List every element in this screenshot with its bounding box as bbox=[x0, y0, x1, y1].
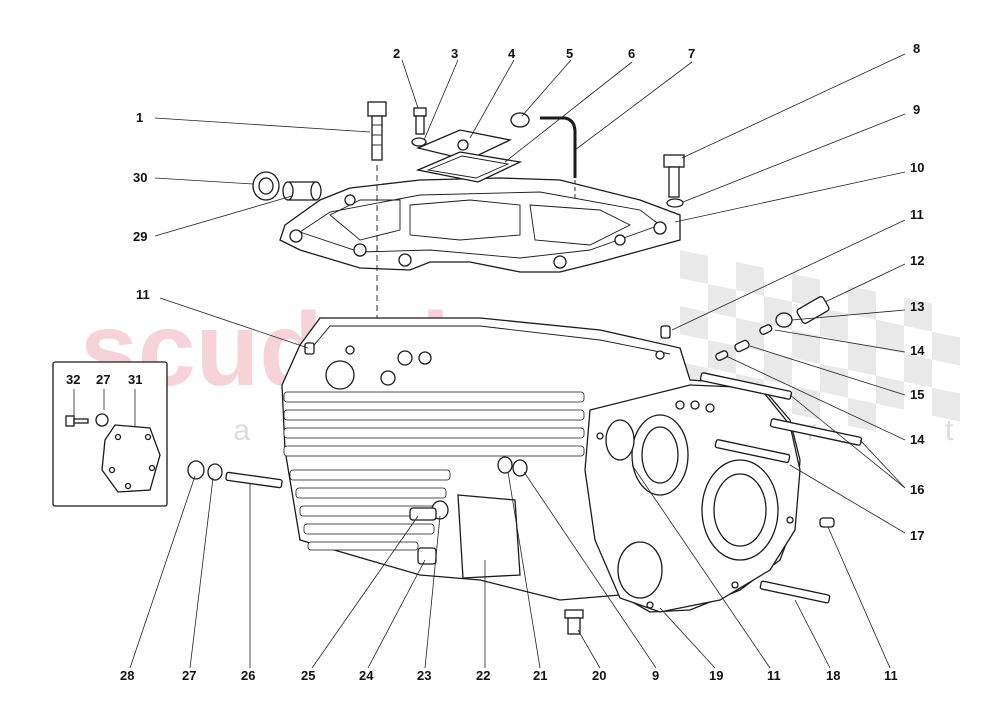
callout-29: 29 bbox=[133, 229, 147, 244]
callout-17: 17 bbox=[910, 528, 924, 543]
callout-14-top: 14 bbox=[910, 343, 925, 358]
callout-7: 7 bbox=[688, 46, 695, 61]
callout-12: 12 bbox=[910, 253, 924, 268]
callout-23: 23 bbox=[417, 668, 431, 683]
gearbox-casing bbox=[281, 317, 801, 613]
top-cover bbox=[279, 177, 681, 273]
leader-lines bbox=[129, 53, 906, 669]
callout-2: 2 bbox=[393, 46, 400, 61]
callout-3: 3 bbox=[451, 46, 458, 61]
callout-30: 30 bbox=[133, 170, 147, 185]
inset-detail-box: 32 27 31 bbox=[52, 361, 168, 507]
callout-25: 25 bbox=[301, 668, 315, 683]
callout-11-top: 11 bbox=[910, 207, 924, 222]
callout-1: 1 bbox=[136, 110, 143, 125]
callout-14-bottom: 14 bbox=[910, 432, 925, 447]
inset-label-32: 32 bbox=[66, 372, 80, 387]
callout-9-bottom: 9 bbox=[652, 668, 659, 683]
callout-9-top: 9 bbox=[913, 102, 920, 117]
callout-24: 24 bbox=[359, 668, 374, 683]
callout-13: 13 bbox=[910, 299, 924, 314]
inset-label-27: 27 bbox=[96, 372, 110, 387]
callout-18: 18 bbox=[826, 668, 840, 683]
callout-22: 22 bbox=[476, 668, 490, 683]
inset-label-31: 31 bbox=[128, 372, 142, 387]
side-parts bbox=[187, 296, 863, 635]
callout-5: 5 bbox=[566, 46, 573, 61]
checkered-flag-watermark bbox=[680, 250, 960, 432]
callout-20: 20 bbox=[592, 668, 606, 683]
callout-labels: 1 2 3 4 5 6 7 8 9 10 11 12 13 14 15 14 1… bbox=[120, 41, 925, 683]
callout-6: 6 bbox=[628, 46, 635, 61]
callout-16: 16 bbox=[910, 482, 924, 497]
callout-11-left: 11 bbox=[136, 287, 150, 302]
callout-26: 26 bbox=[241, 668, 255, 683]
callout-28: 28 bbox=[120, 668, 134, 683]
callout-4: 4 bbox=[508, 46, 516, 61]
callout-27: 27 bbox=[182, 668, 196, 683]
callout-10: 10 bbox=[910, 160, 924, 175]
callout-19: 19 bbox=[709, 668, 723, 683]
callout-21: 21 bbox=[533, 668, 547, 683]
callout-11-bottom: 11 bbox=[767, 668, 781, 683]
top-small-parts bbox=[252, 101, 685, 330]
callout-15: 15 bbox=[910, 387, 924, 402]
callout-8: 8 bbox=[913, 41, 920, 56]
callout-11-right-bottom: 11 bbox=[884, 668, 898, 683]
